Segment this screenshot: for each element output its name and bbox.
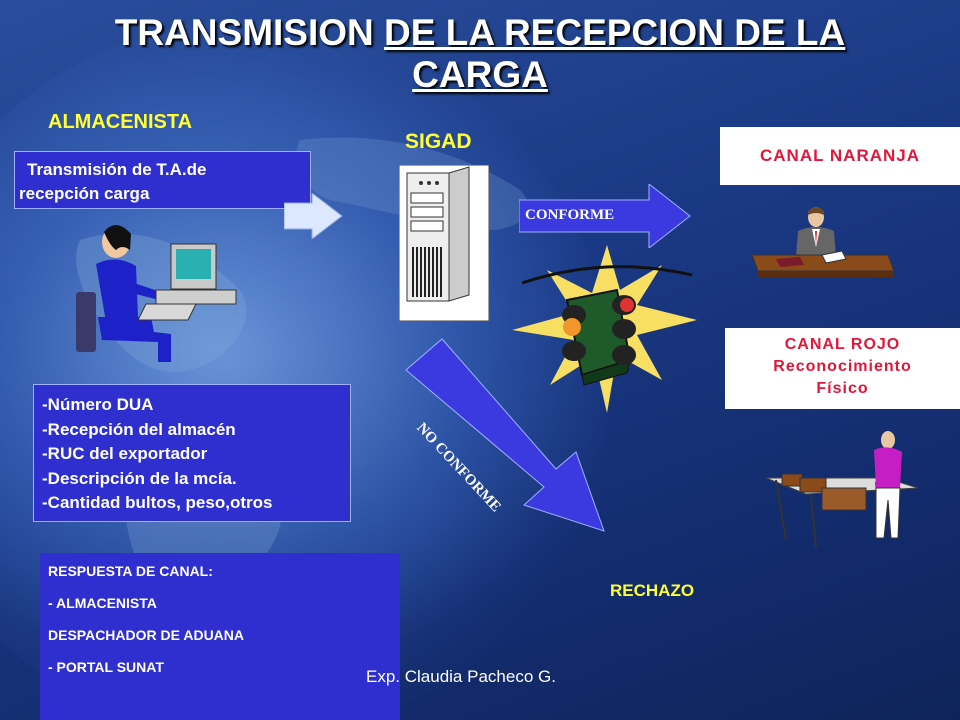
conforme-arrow-icon (519, 184, 691, 248)
page-title: TRANSMISION DE LA RECEPCION DE LA CARGA (0, 12, 960, 96)
title-part2: DE LA RECEPCION DE LA (384, 12, 846, 53)
respuesta-box: RESPUESTA DE CANAL: - ALMACENISTA DESPAC… (40, 553, 400, 720)
traffic-light-icon (512, 245, 697, 413)
respuesta-item: RESPUESTA DE CANAL: (48, 563, 213, 579)
detail-item: -Número DUA (42, 395, 154, 414)
canal-naranja-box: CANAL NARANJA (720, 127, 960, 185)
sigad-label: SIGAD (405, 130, 472, 153)
title-line2: CARGA (412, 54, 548, 95)
detail-item: -RUC del exportador (42, 444, 208, 463)
almacenista-label: ALMACENISTA (48, 111, 193, 133)
respuesta-item: - PORTAL SUNAT (48, 659, 164, 675)
conforme-label: CONFORME (525, 207, 615, 223)
canal-rojo-line2: Reconocimiento (773, 358, 912, 375)
no-conforme-arrow-icon (405, 338, 605, 532)
detail-item: -Descripción de la mcía. (42, 468, 237, 488)
transmision-line1: Transmisión de T.A.de (27, 160, 207, 179)
transmision-box: Transmisión de T.A.de recepción carga (14, 151, 311, 209)
desk-clerk-icon (752, 207, 894, 277)
rechazo-label: RECHAZO (610, 581, 695, 600)
detail-item: -Cantidad bultos, peso,otros (42, 493, 273, 512)
respuesta-item: - ALMACENISTA (48, 595, 157, 611)
canal-rojo-box: CANAL ROJO Reconocimiento Físico (725, 328, 960, 409)
footer-credit: Exp. Claudia Pacheco G. (366, 667, 556, 686)
detail-item: -Recepción del almacén (42, 419, 236, 439)
inspection-worker-icon (766, 431, 918, 549)
transmit-arrow-icon (284, 193, 343, 239)
respuesta-item: DESPACHADOR DE ADUANA (48, 627, 245, 643)
transmision-line2: recepción carga (19, 184, 150, 203)
canal-rojo-line3: Físico (816, 380, 869, 397)
server-tower-icon (399, 165, 489, 321)
canal-rojo-line1: CANAL ROJO (784, 336, 901, 353)
details-box: -Número DUA -Recepción del almacén -RUC … (33, 384, 351, 522)
computer-user-icon (76, 224, 237, 362)
title-part1: TRANSMISION (114, 12, 385, 53)
